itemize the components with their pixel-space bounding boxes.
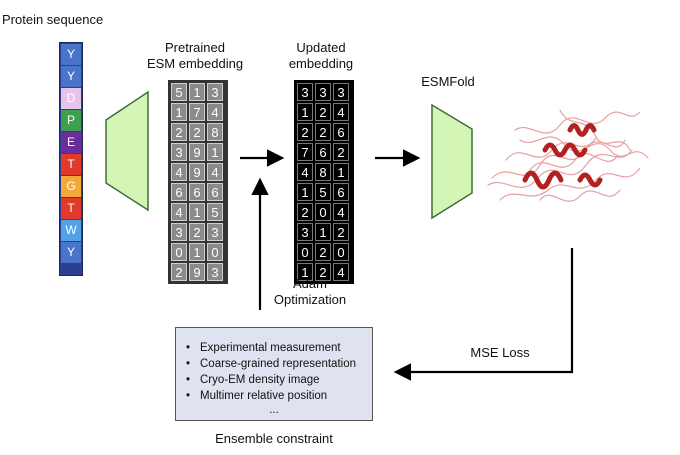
matrix-cell: 5 (207, 203, 223, 221)
matrix-cell: 7 (297, 143, 313, 161)
mse-loss-label: MSE Loss (470, 345, 530, 360)
matrix-cell: 1 (333, 163, 349, 181)
updated-label-line2: embedding (288, 56, 354, 71)
matrix-cell: 1 (207, 143, 223, 161)
matrix-cell: 4 (333, 203, 349, 221)
protein-structure-ensemble (487, 109, 649, 202)
matrix-cell: 3 (207, 263, 223, 281)
constraint-item: Coarse-grained representation (186, 356, 372, 372)
matrix-cell: 2 (315, 123, 331, 141)
esmfold-trapezoid (431, 103, 473, 220)
matrix-cell: 4 (171, 203, 187, 221)
constraint-item: Experimental measurement (186, 340, 372, 356)
residue-7: G (61, 176, 81, 197)
matrix-cell: 1 (315, 223, 331, 241)
matrix-cell: 4 (171, 163, 187, 181)
matrix-cell: 0 (207, 243, 223, 261)
matrix-cell: 9 (189, 143, 205, 161)
matrix-cell: 0 (297, 243, 313, 261)
matrix-cell: 6 (171, 183, 187, 201)
updated-label-line1: Updated (296, 40, 346, 55)
matrix-cell: 1 (189, 203, 205, 221)
ensemble-constraint-label: Ensemble constraint (215, 431, 333, 446)
residue-8: T (61, 198, 81, 219)
residue-2: Y (61, 66, 81, 87)
pretrained-label-line1: Pretrained (165, 40, 225, 55)
matrix-cell: 5 (315, 183, 331, 201)
matrix-cell: 0 (171, 243, 187, 261)
matrix-cell: 4 (333, 263, 349, 281)
ensemble-constraint-box: Experimental measurement Coarse-grained … (175, 327, 373, 421)
residue-10: Y (61, 242, 81, 263)
arrow-mse-loss (393, 248, 574, 381)
matrix-cell: 2 (171, 263, 187, 281)
matrix-cell: 0 (315, 203, 331, 221)
adam-label-line1: Adam (293, 276, 327, 291)
protein-helix (522, 123, 603, 190)
matrix-cell: 2 (315, 263, 331, 281)
constraint-item: Multimer relative position (186, 388, 372, 404)
matrix-cell: 9 (189, 263, 205, 281)
matrix-cell: 2 (171, 123, 187, 141)
residue-3: D (61, 88, 81, 109)
matrix-cell: 6 (207, 183, 223, 201)
matrix-cell: 4 (207, 103, 223, 121)
matrix-cell: 6 (333, 123, 349, 141)
matrix-cell: 1 (297, 103, 313, 121)
matrix-cell: 7 (189, 103, 205, 121)
matrix-cell: 3 (315, 83, 331, 101)
matrix-cell: 2 (189, 223, 205, 241)
residue-9: W (61, 220, 81, 241)
matrix-cell: 6 (315, 143, 331, 161)
matrix-cell: 2 (189, 123, 205, 141)
matrix-cell: 1 (171, 103, 187, 121)
matrix-cell: 2 (333, 143, 349, 161)
matrix-cell: 4 (333, 103, 349, 121)
residue-4: P (61, 110, 81, 131)
matrix-cell: 3 (171, 223, 187, 241)
matrix-cell: 3 (207, 223, 223, 241)
matrix-cell: 3 (297, 83, 313, 101)
matrix-cell: 1 (189, 83, 205, 101)
matrix-cell: 5 (171, 83, 187, 101)
matrix-cell: 3 (207, 83, 223, 101)
matrix-cell: 8 (207, 123, 223, 141)
esmfold-label: ESMFold (421, 74, 475, 89)
matrix-cell: 2 (297, 123, 313, 141)
constraint-ellipsis: ... (269, 404, 279, 416)
matrix-cell: 6 (333, 183, 349, 201)
constraint-item: Cryo-EM density image (186, 372, 372, 388)
protein-sequence-column: Y Y D P E T G T W Y (59, 42, 83, 276)
matrix-cell: 6 (189, 183, 205, 201)
matrix-cell: 1 (297, 183, 313, 201)
matrix-cell: 2 (315, 243, 331, 261)
matrix-cell: 1 (189, 243, 205, 261)
matrix-cell: 3 (333, 83, 349, 101)
residue-1: Y (61, 44, 81, 65)
matrix-cell: 1 (297, 263, 313, 281)
matrix-cell: 2 (333, 223, 349, 241)
matrix-cell: 2 (297, 203, 313, 221)
protein-sequence-title: Protein sequence (2, 12, 104, 27)
matrix-cell: 8 (315, 163, 331, 181)
matrix-cell: 2 (315, 103, 331, 121)
matrix-cell: 0 (333, 243, 349, 261)
matrix-cell: 4 (297, 163, 313, 181)
residue-5: E (61, 132, 81, 153)
adam-label-line2: Optimization (273, 292, 347, 307)
matrix-cell: 9 (189, 163, 205, 181)
matrix-cell: 3 (297, 223, 313, 241)
pretrained-label-line2: ESM embedding (146, 56, 244, 71)
residue-6: T (61, 154, 81, 175)
matrix-cell: 4 (207, 163, 223, 181)
matrix-cell: 3 (171, 143, 187, 161)
encoder-trapezoid (105, 90, 149, 212)
